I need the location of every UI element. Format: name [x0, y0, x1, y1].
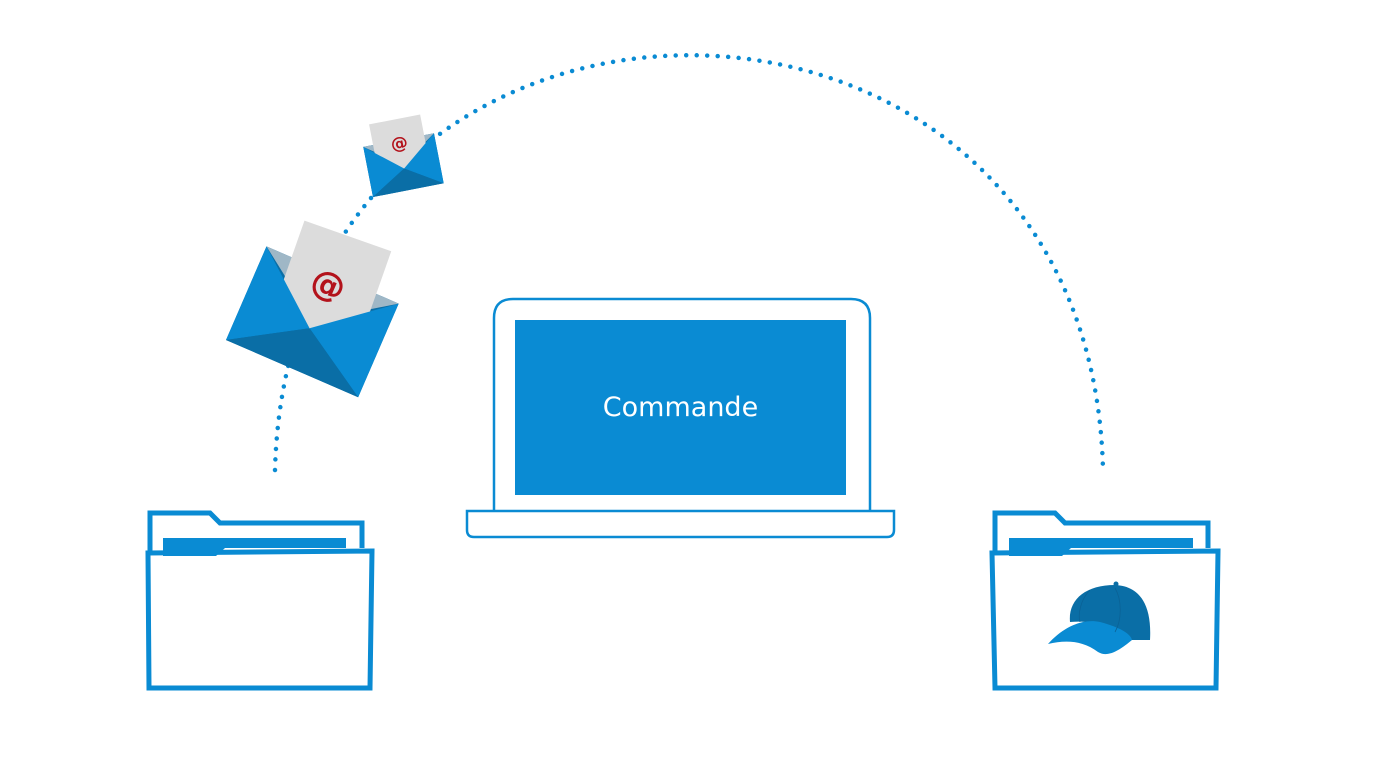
laptop-screen-text: Commande	[602, 392, 759, 423]
laptop-screen	[515, 320, 846, 495]
svg-text:@: @	[389, 133, 410, 156]
cap-icon	[1048, 581, 1151, 655]
laptop-icon	[465, 297, 896, 539]
email-envelope-icon-large: @	[226, 220, 399, 398]
folder-icon-empty	[145, 510, 375, 691]
email-envelope-icon-small: @	[363, 114, 444, 197]
